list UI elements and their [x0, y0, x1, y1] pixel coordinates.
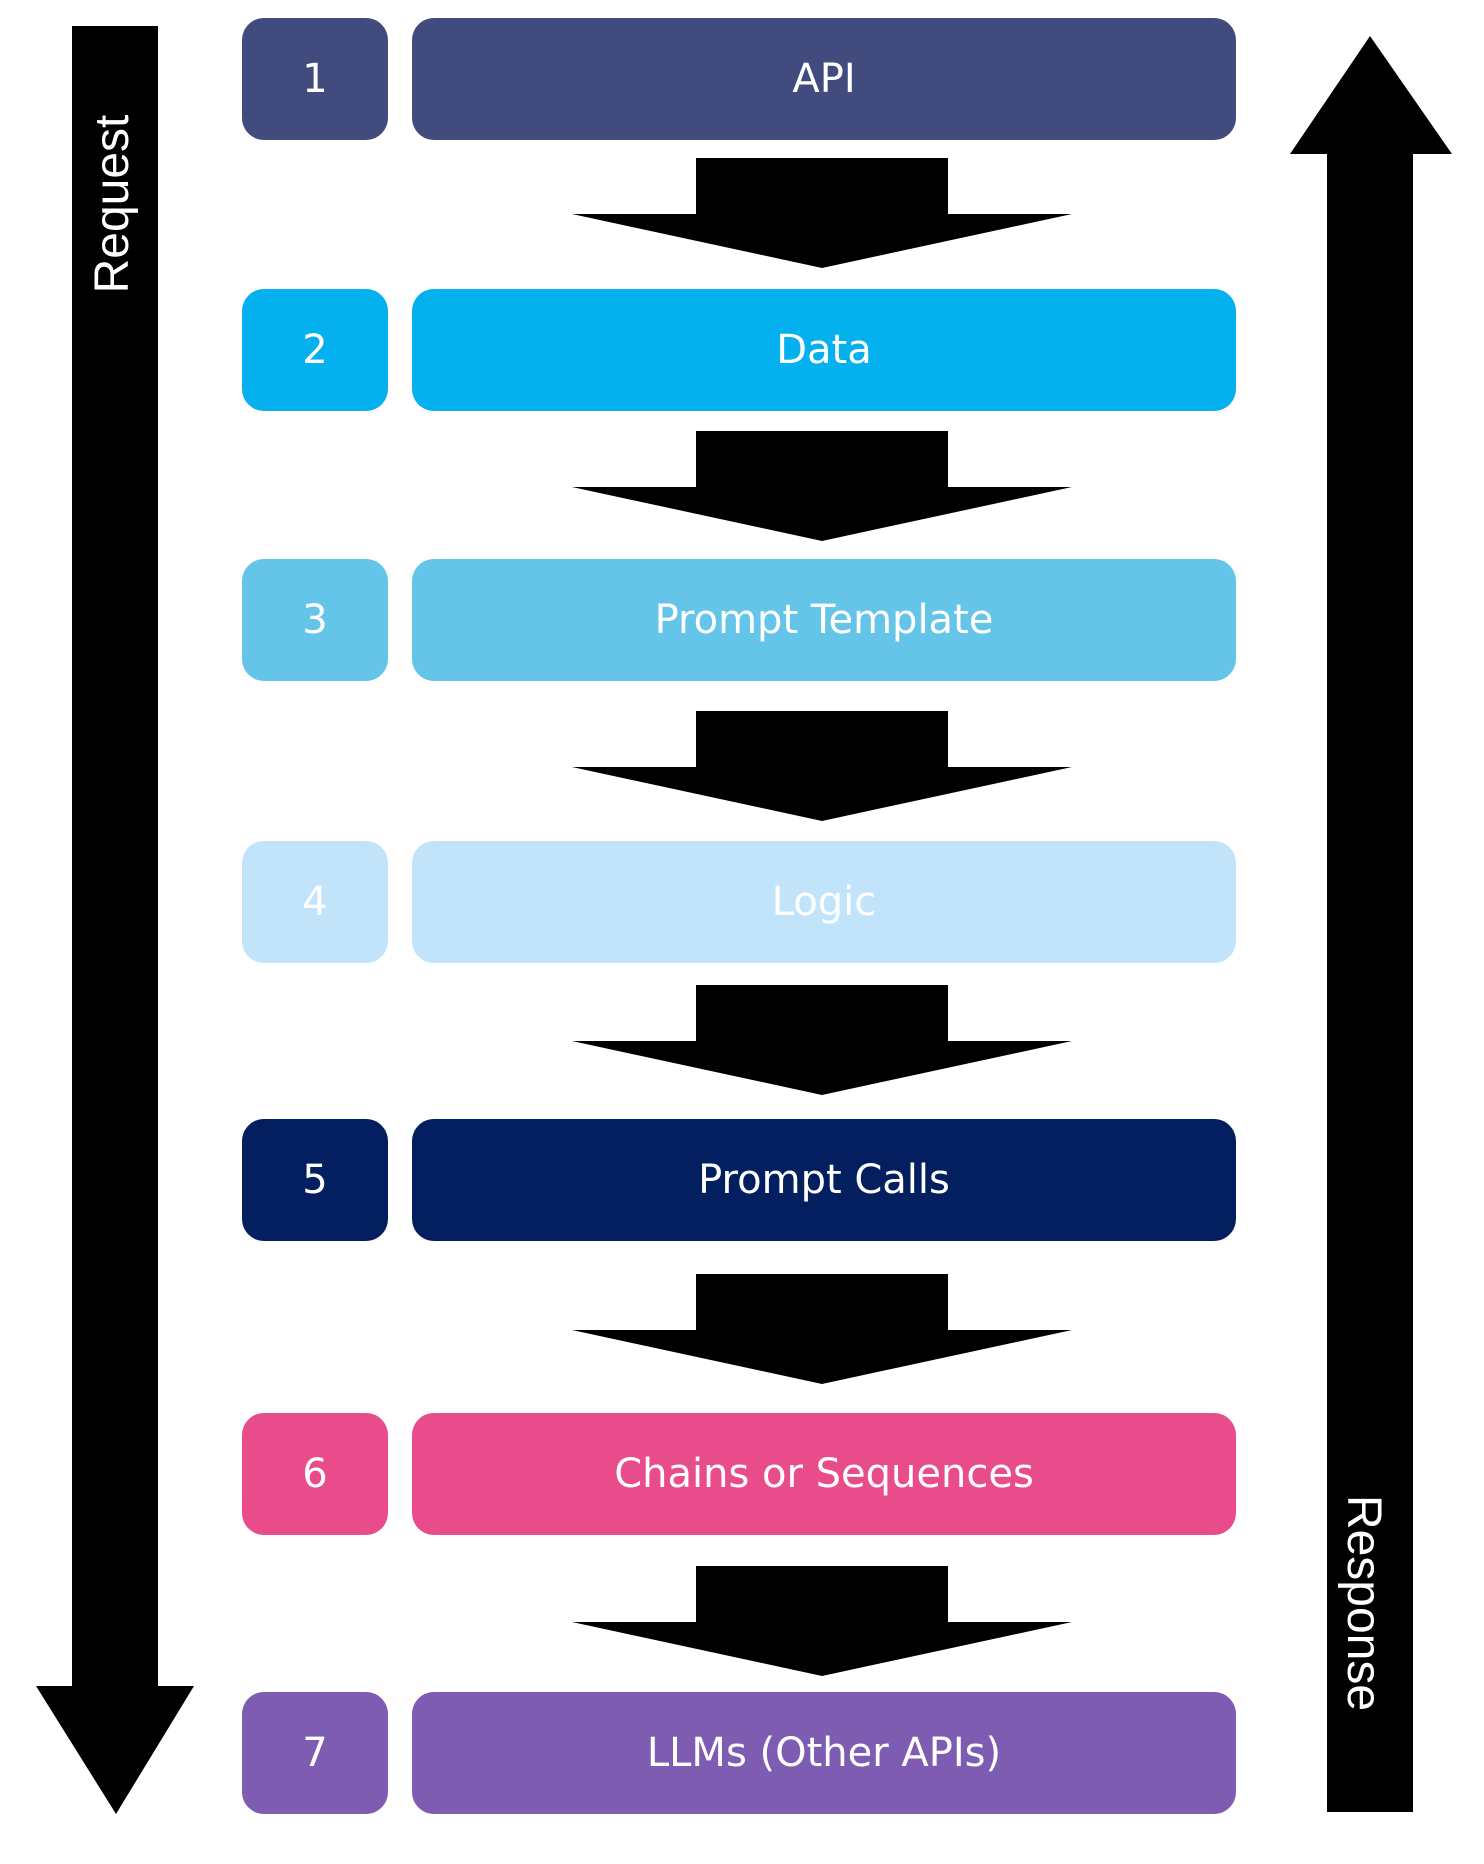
step-1-number: 1 — [242, 18, 388, 140]
step-3-number: 3 — [242, 559, 388, 681]
step-5-number: 5 — [242, 1119, 388, 1241]
flow-arrow-1-2 — [572, 158, 1072, 268]
flow-arrow-3-4 — [572, 711, 1072, 821]
step-7-number: 7 — [242, 1692, 388, 1814]
flow-arrow-5-6-shape — [572, 1274, 1072, 1384]
flow-arrow-1-2-shape — [572, 158, 1072, 268]
response-arrow-shape — [1290, 36, 1452, 1812]
step-2-label: Data — [412, 289, 1236, 411]
flow-arrow-3-4-shape — [572, 711, 1072, 821]
step-2-number: 2 — [242, 289, 388, 411]
flow-arrow-6-7 — [572, 1566, 1072, 1676]
flow-arrow-4-5 — [572, 985, 1072, 1095]
step-6-label: Chains or Sequences — [412, 1413, 1236, 1535]
step-6-number: 6 — [242, 1413, 388, 1535]
step-3-label: Prompt Template — [412, 559, 1236, 681]
flow-arrow-5-6 — [572, 1274, 1072, 1384]
step-4-number: 4 — [242, 841, 388, 963]
flow-arrow-2-3 — [572, 431, 1072, 541]
request-arrow-shape — [36, 26, 194, 1814]
flow-arrow-2-3-shape — [572, 431, 1072, 541]
flow-arrow-4-5-shape — [572, 985, 1072, 1095]
response-label: Response — [1337, 1494, 1390, 1712]
flow-arrow-6-7-shape — [572, 1566, 1072, 1676]
step-1-label: API — [412, 18, 1236, 140]
step-4-label: Logic — [412, 841, 1236, 963]
step-7-label: LLMs (Other APIs) — [412, 1692, 1236, 1814]
step-5-label: Prompt Calls — [412, 1119, 1236, 1241]
